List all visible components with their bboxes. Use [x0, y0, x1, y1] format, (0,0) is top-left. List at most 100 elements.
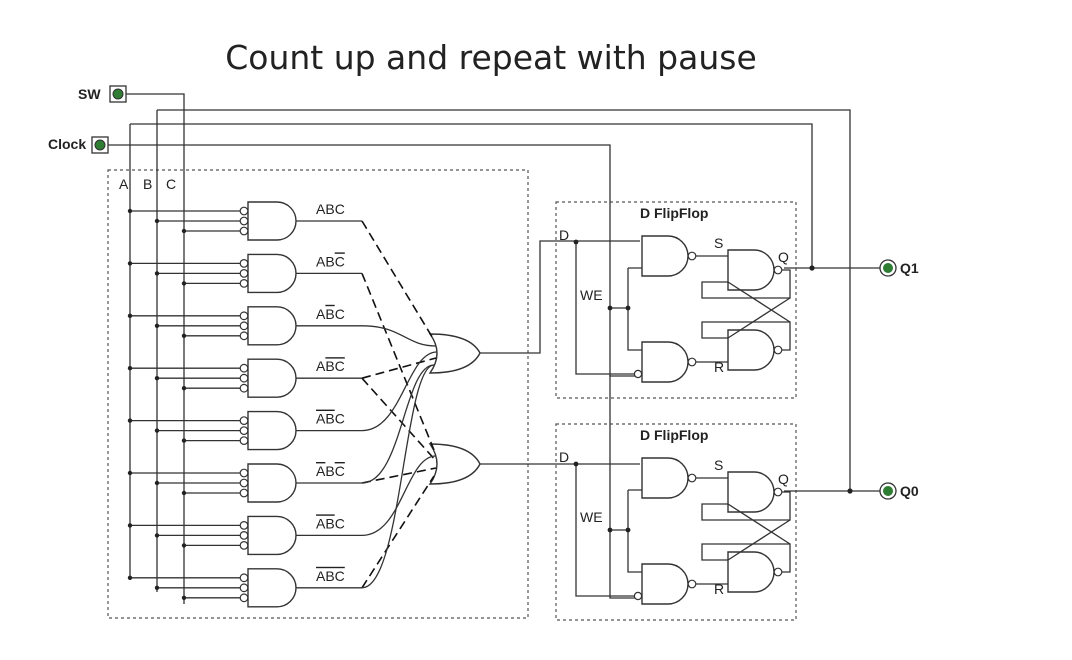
minterm-segment: AB: [316, 515, 335, 531]
solid-wire: [361, 364, 435, 589]
d-wire-top: [480, 240, 640, 354]
minterm-segment: C: [335, 306, 345, 322]
r-label: R: [714, 359, 724, 375]
minterm-segment: C: [335, 253, 345, 269]
inverter-bubble: [239, 311, 249, 321]
or-gate-q0: [428, 443, 481, 485]
and-gate-s: [641, 457, 689, 499]
minterm-label: ABC: [316, 568, 345, 584]
inverter-bubble: [239, 279, 249, 288]
inverter-bubble: [239, 269, 249, 278]
minterm-segment: ABC: [316, 568, 345, 584]
minterm-label: ABC: [316, 201, 345, 217]
and-gate-body: [247, 253, 297, 294]
inverter-bubble: [239, 521, 249, 530]
dashed-wire: [361, 475, 435, 589]
solid-wire: [361, 364, 435, 484]
inverter-bubble: [239, 583, 249, 593]
and-gate-0: ABC: [127, 201, 362, 241]
minterm-segment: C: [335, 463, 345, 479]
s-label: S: [714, 457, 723, 473]
minterm-segment: C: [335, 515, 345, 531]
q1-output[interactable]: [879, 259, 897, 277]
q-label: Q: [778, 471, 789, 487]
and-gate-body: [247, 306, 297, 346]
inverter-bubble: [239, 331, 249, 341]
and-gate-r: [641, 341, 689, 383]
and-gate-r: [641, 563, 689, 605]
flipflop-title: D FlipFlop: [640, 427, 708, 443]
dashed-wire: [361, 467, 437, 484]
and-gate-1: ABC: [127, 253, 362, 294]
diagram-title: Count up and repeat with pause: [225, 38, 757, 77]
q-label: Q: [778, 249, 789, 265]
inverter-bubble: [239, 573, 249, 583]
and-gate-body: [247, 358, 297, 398]
minterm-segment: AB: [316, 411, 335, 427]
and-gate-body: [247, 515, 297, 556]
and-gate-7: ABC: [127, 568, 362, 608]
r-label: R: [714, 581, 724, 597]
inverter-bubble: [239, 541, 249, 550]
q1-label: Q1: [900, 260, 919, 276]
inverter-bubble: [239, 593, 249, 603]
inverter-bubble: [239, 488, 249, 498]
s-label: S: [714, 235, 723, 251]
q0-output[interactable]: [879, 482, 897, 500]
minterm-label: ABC: [316, 411, 345, 427]
sw-input[interactable]: [109, 85, 127, 103]
or-input-wires: [361, 220, 438, 589]
minterm-label: ABC: [316, 463, 345, 479]
minterm-label: ABC: [316, 306, 345, 322]
and-gate-6: ABC: [127, 515, 362, 556]
q0-label: Q0: [900, 483, 919, 499]
decoder-box: [107, 169, 529, 619]
inverter-bubble: [239, 426, 249, 436]
minterm-segment: C: [335, 201, 345, 217]
clock-input[interactable]: [91, 136, 109, 154]
or-gate-q1: [428, 333, 481, 374]
minterm-segment: A: [316, 201, 326, 217]
dashed-wire: [361, 377, 438, 463]
and-gate-body: [247, 568, 297, 608]
junction-dot: [809, 265, 815, 271]
dashed-wire: [361, 273, 435, 451]
bus-label-b: B: [143, 176, 152, 192]
dashed-wire: [361, 220, 435, 341]
nand-gate-q: [727, 249, 775, 291]
inverter-bubble: [239, 436, 249, 446]
minterm-segment: B: [325, 253, 334, 269]
minterm-label: ABC: [316, 358, 345, 374]
bus-label-a: A: [119, 176, 129, 192]
we-label: WE: [580, 509, 603, 525]
nand-gate-qbar: [727, 329, 775, 371]
inverter-bubble: [239, 373, 249, 383]
sw-label: SW: [78, 86, 101, 102]
routing-wires: [108, 93, 851, 604]
flipflop-box-top: [555, 201, 797, 399]
minterm-segment: A: [316, 306, 326, 322]
minterm-label: ABC: [316, 253, 345, 269]
minterm-segment: A: [316, 253, 326, 269]
solid-wire: [361, 351, 438, 432]
and-gate-body: [247, 410, 297, 451]
inverter-bubble: [239, 226, 249, 236]
inverter-bubble: [239, 383, 249, 393]
solid-wire: [361, 325, 437, 347]
minterm-segment: B: [325, 463, 334, 479]
inverter-bubble: [239, 531, 249, 540]
minterm-segment: C: [335, 411, 345, 427]
inverter-bubble: [239, 216, 249, 226]
nand-gate-q: [727, 471, 775, 513]
inverter-bubble: [239, 259, 249, 268]
minterm-label: ABC: [316, 515, 345, 531]
minterm-segment: A: [316, 358, 326, 374]
minterm-segment: BC: [325, 358, 344, 374]
inverter-bubble: [239, 206, 249, 216]
d-label: D: [559, 227, 569, 243]
inverter-bubble: [239, 321, 249, 331]
inverter-bubble: [239, 478, 249, 488]
